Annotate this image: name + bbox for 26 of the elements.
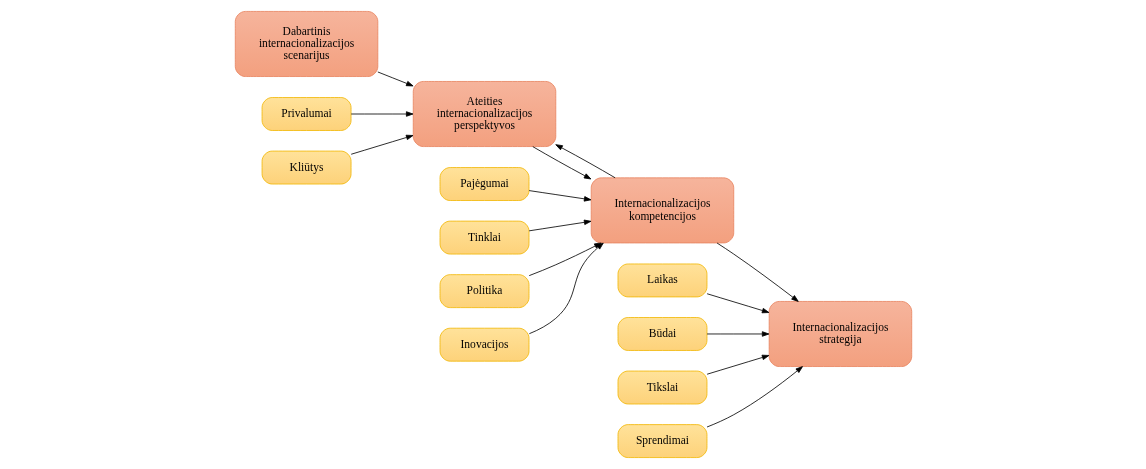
node-box: Politika [439,274,529,309]
node-box: Tinklai [439,220,529,255]
arrow [706,331,769,337]
arrow [528,219,591,232]
node-box: Laikas [617,263,707,298]
node-box: Būdai [617,317,707,351]
node-box: Internacionalizacijos strategija [768,301,912,367]
node-box: Ateities internacionalizacijos perspektyvos [412,81,556,147]
node-box: Privalumai [261,97,351,131]
node-box: Kliūtys [261,150,351,185]
arrow [554,144,615,179]
node-box: Tikslai [617,370,707,405]
node-box: Sprendimai [617,424,707,458]
arrow [350,111,413,117]
arrow [706,366,803,428]
arrow [376,71,413,87]
arrow [350,134,413,155]
node-box: Dabartinis internacionalizacijos scenarijus [234,11,378,77]
node-box: Pajėgumai [439,167,529,201]
arrow [528,190,591,202]
arrow [706,354,769,375]
arrow [531,146,591,180]
arrow [706,293,769,314]
node-box: Inovacijos [439,327,529,362]
node-box: Internacionalizacijos kompetencijos [590,177,734,244]
arrow [716,242,799,302]
